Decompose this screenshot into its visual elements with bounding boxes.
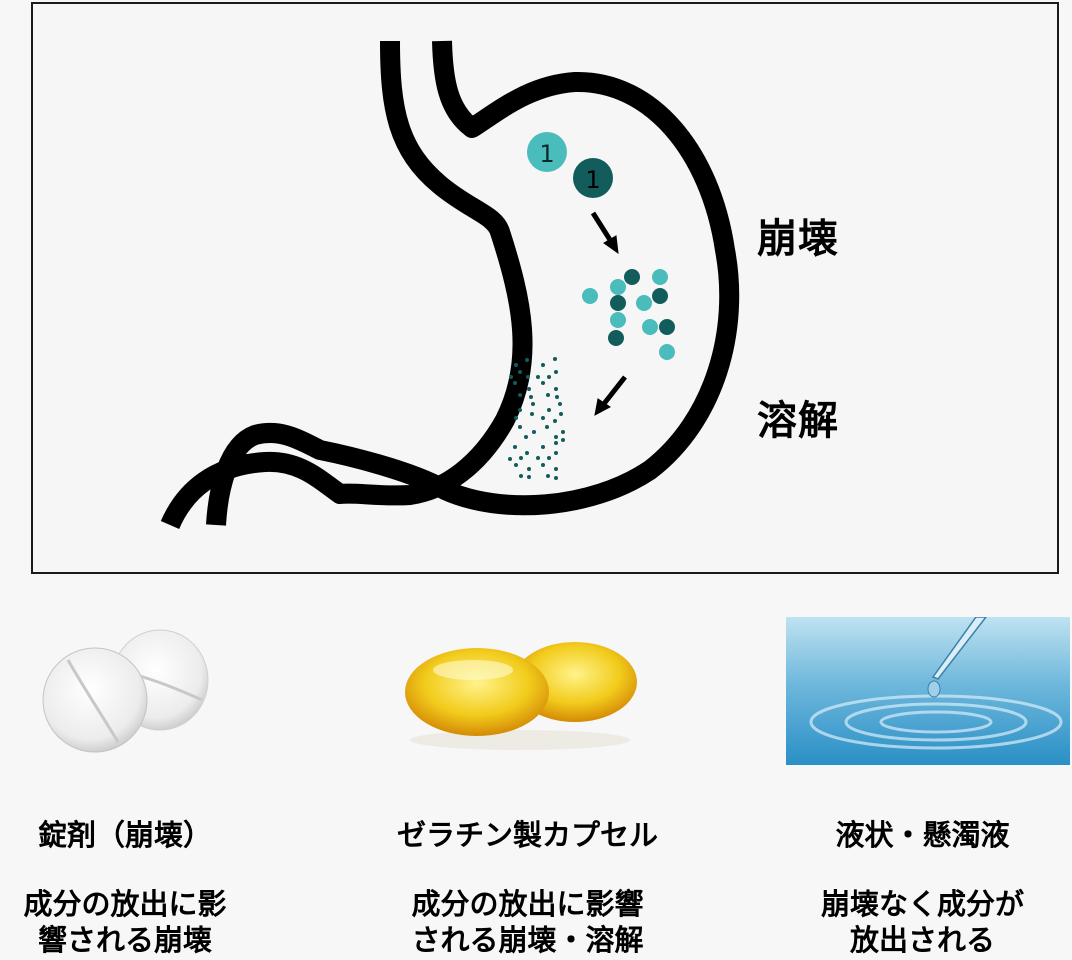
stomach-wall — [160, 40, 740, 530]
liquid-description-line1: 崩壊なく成分が — [820, 887, 1024, 921]
tablet-number-1: 1 — [539, 140, 554, 168]
label-disintegration: 崩壊 — [757, 216, 839, 262]
dosage-form-tablet: 錠剤（崩壊） 成分の放出に影 響される崩壊 — [0, 812, 250, 958]
tablet-description-line1: 成分の放出に影 — [23, 887, 227, 921]
liquid-title: 液状・懸濁液 — [835, 818, 1010, 852]
capsule-description-line2: される崩壊・溶解 — [411, 923, 644, 957]
label-dissolution: 溶解 — [757, 398, 839, 444]
tablet-title: 錠剤（崩壊） — [37, 818, 212, 852]
dosage-form-liquid: 液状・懸濁液 崩壊なく成分が 放出される — [790, 812, 1055, 958]
intact-tablets: 1 1 — [527, 132, 613, 198]
liquid-description-line2: 放出される — [849, 923, 995, 957]
liquid-drop-image — [786, 617, 1070, 765]
arrow-down-right-icon — [590, 211, 619, 255]
tablet-image — [42, 629, 209, 753]
tablet-description-line2: 響される崩壊 — [37, 923, 212, 957]
capsule-description-line1: 成分の放出に影響 — [411, 887, 644, 921]
arrow-down-left-icon — [594, 375, 627, 416]
disintegrated-fragments — [582, 269, 675, 360]
stomach-diagram-clean: 1 1 — [31, 2, 1059, 574]
tablet-number-2: 1 — [585, 166, 600, 194]
dosage-form-capsule: ゼラチン製カプセル 成分の放出に影響 される崩壊・溶解 — [370, 812, 685, 958]
dissolved-particles — [508, 357, 565, 480]
gelatin-capsule-image — [405, 642, 637, 750]
capsule-title: ゼラチン製カプセル — [396, 818, 658, 852]
